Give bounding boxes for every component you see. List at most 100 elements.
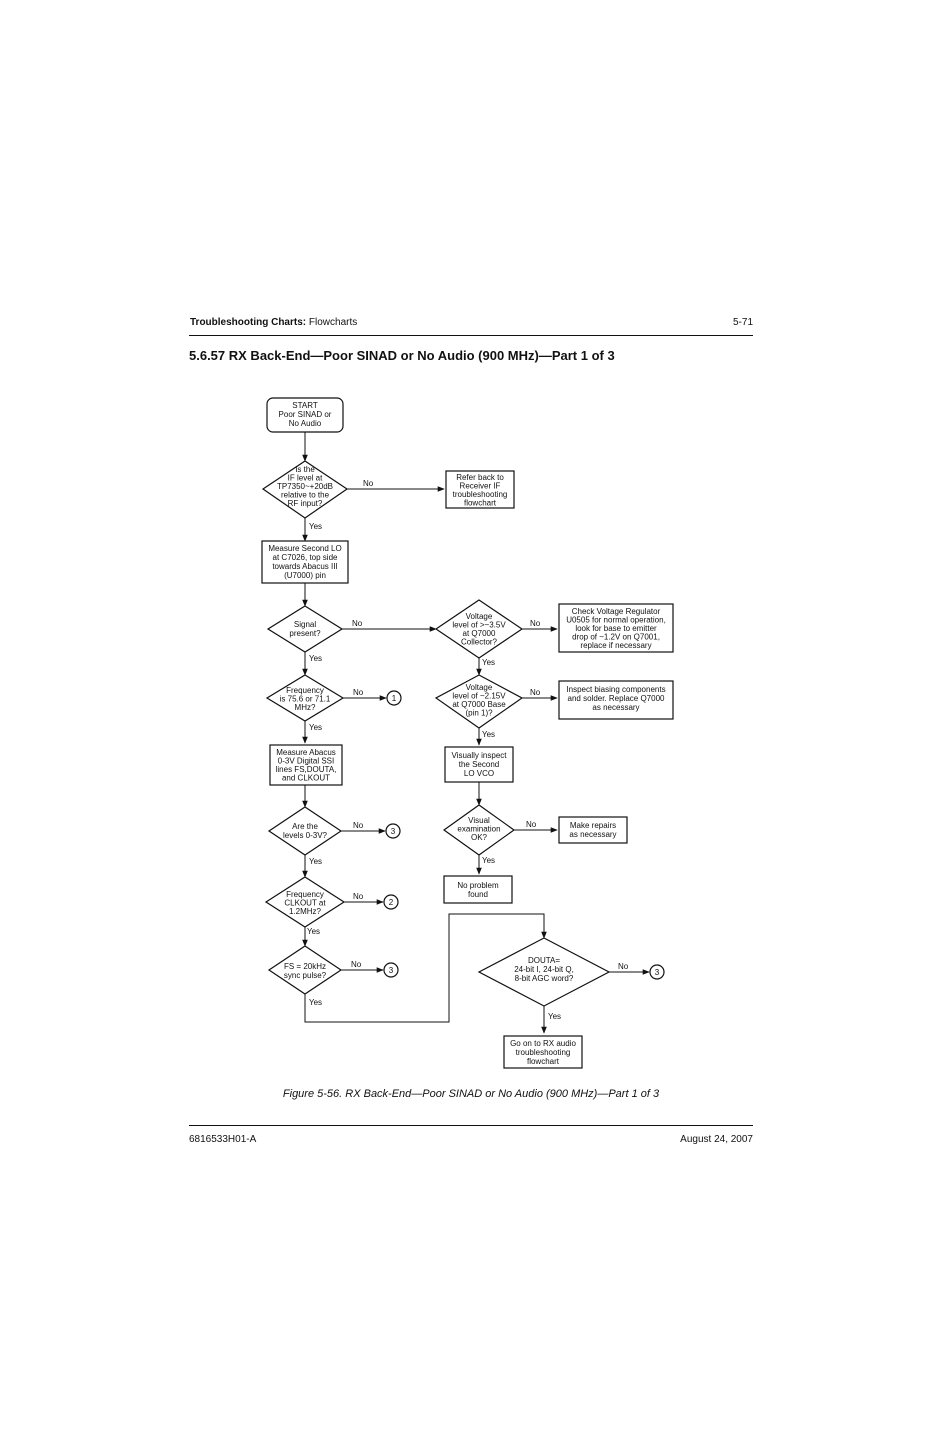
no-label-if: No [363,479,374,488]
yes-label-douta: Yes [548,1012,561,1021]
branch-labels: No Yes No No Yes Yes No No Yes Yes No No… [307,479,629,1021]
no-problem-label-line: found [468,890,488,899]
if-level-label-line: RF input? [288,499,323,508]
decision-levels [267,806,343,856]
check-regulator-label-line: U0505 for normal operation, [566,616,666,625]
visual-exam-label-line: OK? [471,833,488,842]
fs-label-line: FS = 20kHz [284,962,326,971]
connector-number-3b: 3 [389,966,394,975]
start-label-line: Poor SINAD or [279,410,332,419]
decision-collector [434,599,524,659]
yes-label-if: Yes [309,522,322,531]
yes-label-fs: Yes [309,998,322,1007]
base-label-line: at Q7000 Base [452,700,506,709]
visual-inspect-label-line: LO VCO [464,769,494,778]
levels-label-line: Are the [292,822,318,831]
collector-label-line: Collector? [461,638,498,647]
yes-label-levels: Yes [309,857,322,866]
visual-inspect-label-line: the Second [459,760,499,769]
decision-if-level [261,460,349,519]
flow-shapes [261,397,674,1069]
clkout-label-line: CLKOUT at [284,899,326,908]
no-label-signal: No [352,619,363,628]
no-problem-label-line: No problem [457,881,499,890]
measure-abacus-label-line: and CLKOUT [282,774,330,783]
make-repairs-label-line: as necessary [569,830,616,839]
flow-lines [302,432,650,1034]
connector-number-3a: 3 [391,827,396,836]
check-regulator-label-line: look for base to emitter [575,624,657,633]
refer-if-label-line: Receiver IF [460,482,501,491]
no-label-fs: No [351,960,362,969]
running-header-section: Troubleshooting Charts: Flowcharts [190,317,357,328]
yes-label-frequency: Yes [309,723,322,732]
check-regulator-label-line: Check Voltage Regulator [572,607,661,616]
douta-label: DOUTA=24-bit I, 24-bit Q,8-bit AGC word? [514,956,574,983]
box-no-problem [443,875,513,904]
box-inspect-biasing [558,680,674,720]
frequency-label-line: Frequency [286,686,324,695]
decision-base [434,674,524,729]
if-level-label-line: IF level at [288,474,323,483]
yes-label-clkout: Yes [307,927,320,936]
header-section-bold: Troubleshooting Charts: [190,317,307,328]
inspect-biasing-label-line: Inspect biasing components [566,685,665,694]
frequency-label-line: is 75.6 or 71.1 [280,695,331,704]
base-label-line: Voltage [466,683,493,692]
check-regulator-label-line: replace if necessary [580,641,651,650]
clkout-label-line: 1.2MHz? [289,907,322,916]
decision-signal [266,605,344,653]
no-label-clkout: No [353,892,364,901]
figure-caption: Figure 5-56. RX Back-End—Poor SINAD or N… [282,1088,660,1100]
visual-exam-label-line: examination [457,825,500,834]
decision-fs [267,945,343,995]
connector-circle-1 [386,690,402,706]
connector-circle-3a [385,823,401,839]
douta-label-line: DOUTA= [528,956,560,965]
section-title: 5.6.57 RX Back-End—Poor SINAD or No Audi… [189,348,615,363]
box-visual-inspect [444,746,514,783]
connector-circle-3c [649,964,665,980]
start-terminal [266,397,344,433]
signal-label-line: Signal [294,620,316,629]
go-on-label-line: Go on to RX audio [510,1039,576,1048]
footer-date: August 24, 2007 [680,1134,753,1145]
no-label-base: No [530,688,541,697]
make-repairs-label-line: Make repairs [570,821,616,830]
collector-label-line: level of >~3.5V [452,621,506,630]
collector-label-line: at Q7000 [463,629,496,638]
connector-circle-3b [383,962,399,978]
clkout-label-line: Frequency [286,890,324,899]
check-regulator-label-line: drop of ~1.2V on Q7001, [572,633,660,642]
connector-numbers: 1 3 2 3 3 [389,694,660,977]
no-label-douta: No [618,962,629,971]
footer-rule [189,1125,753,1126]
no-label-frequency: No [353,688,364,697]
inspect-biasing-label-line: and solder. Replace Q7000 [568,694,666,703]
visual-inspect-label-line: Visually inspect [452,751,508,760]
measure-abacus-label-line: Measure Abacus [276,748,336,757]
yes-label-base: Yes [482,730,495,739]
yes-label-exam: Yes [482,856,495,865]
fs-label-line: sync pulse? [284,971,327,980]
measure-lo-label-line: at C7026, top side [273,553,338,562]
box-go-on [503,1035,583,1069]
if-level-label-line: Is the [295,465,315,474]
no-label-exam: No [526,820,537,829]
refer-if-label-line: troubleshooting [453,490,508,499]
